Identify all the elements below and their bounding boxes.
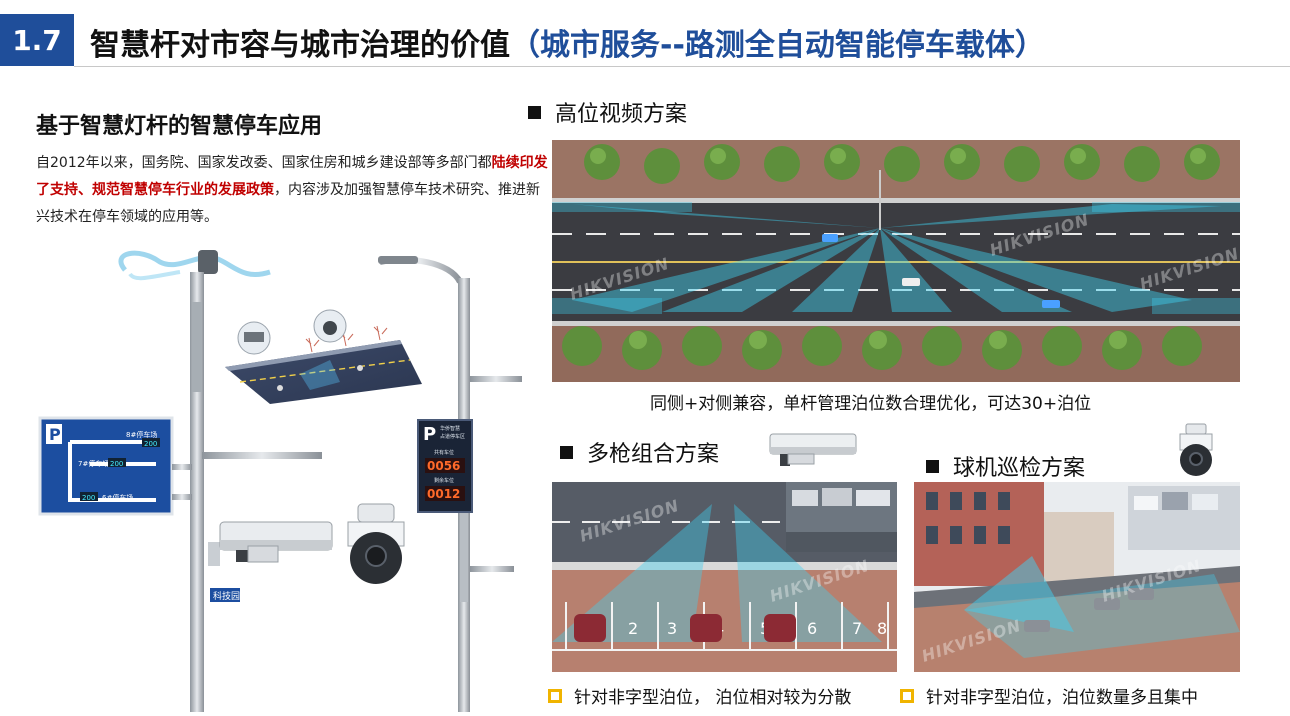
svg-text:200: 200 (82, 494, 95, 502)
slot-number: 3 (667, 619, 677, 638)
header-divider (74, 66, 1290, 67)
pole-street-sign (210, 588, 240, 602)
svg-text:共有车位: 共有车位 (434, 449, 454, 456)
svg-text:P: P (423, 424, 436, 445)
slide-header: 1.7 智慧杆对市容与城市治理的价值（城市服务--路测全自动智能停车载体） (0, 0, 1290, 72)
slot-number: 8 (877, 619, 887, 638)
svg-text:0056: 0056 (427, 459, 460, 473)
section-number-badge: 1.7 (0, 14, 74, 66)
pole-street-sign-text: 科技园 (213, 590, 240, 602)
pole-top-camera-icon (198, 250, 218, 274)
svg-text:6#停车场: 6#停车场 (102, 493, 133, 502)
para-part-2: ，内容涉及加强智慧停车技术研究、推进新兴技术在停车领域的应用等。 (36, 182, 540, 225)
svg-text:剩余车位: 剩余车位 (434, 477, 454, 484)
hollow-square-bullet-icon (548, 688, 562, 703)
svg-text:占道停车区: 占道停车区 (440, 433, 465, 440)
multi-gun-title: 多枪组合方案 (560, 436, 719, 468)
dome-patrol-image: HIKVISION HIKVISION (914, 482, 1240, 672)
svg-text:华侨智慧: 华侨智慧 (440, 425, 460, 432)
square-bullet-icon (926, 459, 939, 473)
high-video-title: 高位视频方案 (528, 96, 687, 128)
multi-gun-bullet: 针对非字型泊位， 泊位相对较为分散 (548, 683, 851, 708)
left-heading: 基于智慧灯杆的智慧停车应用 (36, 114, 323, 139)
parking-guide-sign: P 8#停车场 200 7#停车场 200 200 6#停车场 (38, 416, 174, 516)
svg-text:8#停车场: 8#停车场 (126, 430, 157, 439)
square-bullet-icon (528, 105, 541, 119)
road-inset-illustration (225, 309, 422, 404)
para-part-1: 自2012年以来，国务院、国家发改委、国家住房和城乡建设部等多部门都 (36, 155, 492, 171)
page-title-main: 智慧杆对市容与城市治理的价值 (90, 28, 510, 63)
dome-patrol-title: 球机巡检方案 (926, 450, 1085, 482)
page-title-sub: （城市服务--路测全自动智能停车载体） (510, 28, 1045, 63)
hollow-square-bullet-icon (900, 688, 914, 703)
bullet-camera-image (219, 521, 333, 563)
guide-sign-p-letter: P (49, 425, 61, 444)
dome-patrol-bullet: 针对非字型泊位，泊位数量多且集中 (900, 683, 1198, 708)
left-paragraph: 自2012年以来，国务院、国家发改委、国家住房和城乡建设部等多部门都陆续印发了支… (36, 150, 548, 231)
para-highlight: 陆续印发了支持、规范智慧停车行业的发展政策 (36, 155, 548, 198)
square-bullet-icon (560, 445, 573, 459)
slot-number: 2 (628, 619, 638, 638)
dome-camera-image (347, 503, 405, 584)
multi-gun-image: 2 3 4 5 6 7 8 HIKVISION HIKVISION (552, 482, 897, 672)
multi-gun-camera-icon (768, 432, 860, 470)
high-video-image: HIKVISION HIKVISION HIKVISION (552, 140, 1240, 382)
smart-pole-illustration: P 8#停车场 200 7#停车场 200 200 6#停车场 科技园 (30, 242, 540, 712)
svg-text:200: 200 (144, 440, 157, 448)
svg-text:200: 200 (110, 460, 123, 468)
parking-count-sign: P 华侨智慧 占道停车区 共有车位 0056 剩余车位 0012 (417, 419, 473, 513)
slot-number: 6 (807, 619, 817, 638)
svg-text:0012: 0012 (427, 487, 460, 501)
slot-number: 7 (852, 619, 862, 638)
page-title: 智慧杆对市容与城市治理的价值（城市服务--路测全自动智能停车载体） (90, 20, 1045, 64)
svg-text:7#停车场: 7#停车场 (78, 459, 109, 468)
high-video-caption: 同侧+对侧兼容，单杆管理泊位数合理优化，可达30+泊位 (650, 394, 1092, 414)
dome-patrol-camera-icon (1176, 422, 1216, 478)
